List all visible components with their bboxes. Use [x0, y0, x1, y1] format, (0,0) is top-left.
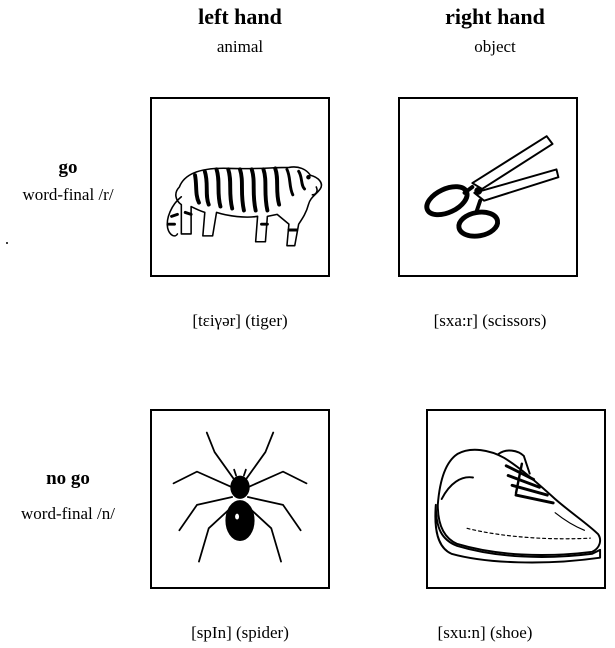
column-header-right-hand: right hand [395, 6, 595, 28]
caption-shoe: [sxu:n] (shoe) [355, 624, 615, 641]
row-subtitle-no-go: word-final /n/ [0, 505, 148, 522]
caption-tiger: [tεiγər] (tiger) [110, 312, 370, 329]
row-header-no-go: no go [0, 469, 148, 488]
row-header-go: go [0, 158, 148, 177]
caption-scissors: [sxa:r] (scissors) [360, 312, 615, 329]
scissors-icon [400, 99, 576, 275]
tiger-picture-frame [150, 97, 330, 277]
caption-spider: [spIn] (spider) [110, 624, 370, 641]
spider-picture-frame [150, 409, 330, 589]
spider-icon [152, 411, 328, 587]
tiger-icon [152, 99, 328, 275]
column-subtitle-object: object [395, 38, 595, 55]
column-subtitle-animal: animal [140, 38, 340, 55]
stray-dot [6, 242, 8, 244]
shoe-icon [428, 411, 604, 587]
shoe-picture-frame [426, 409, 606, 589]
row-subtitle-go: word-final /r/ [0, 186, 148, 203]
scissors-picture-frame [398, 97, 578, 277]
column-header-left-hand: left hand [140, 6, 340, 28]
